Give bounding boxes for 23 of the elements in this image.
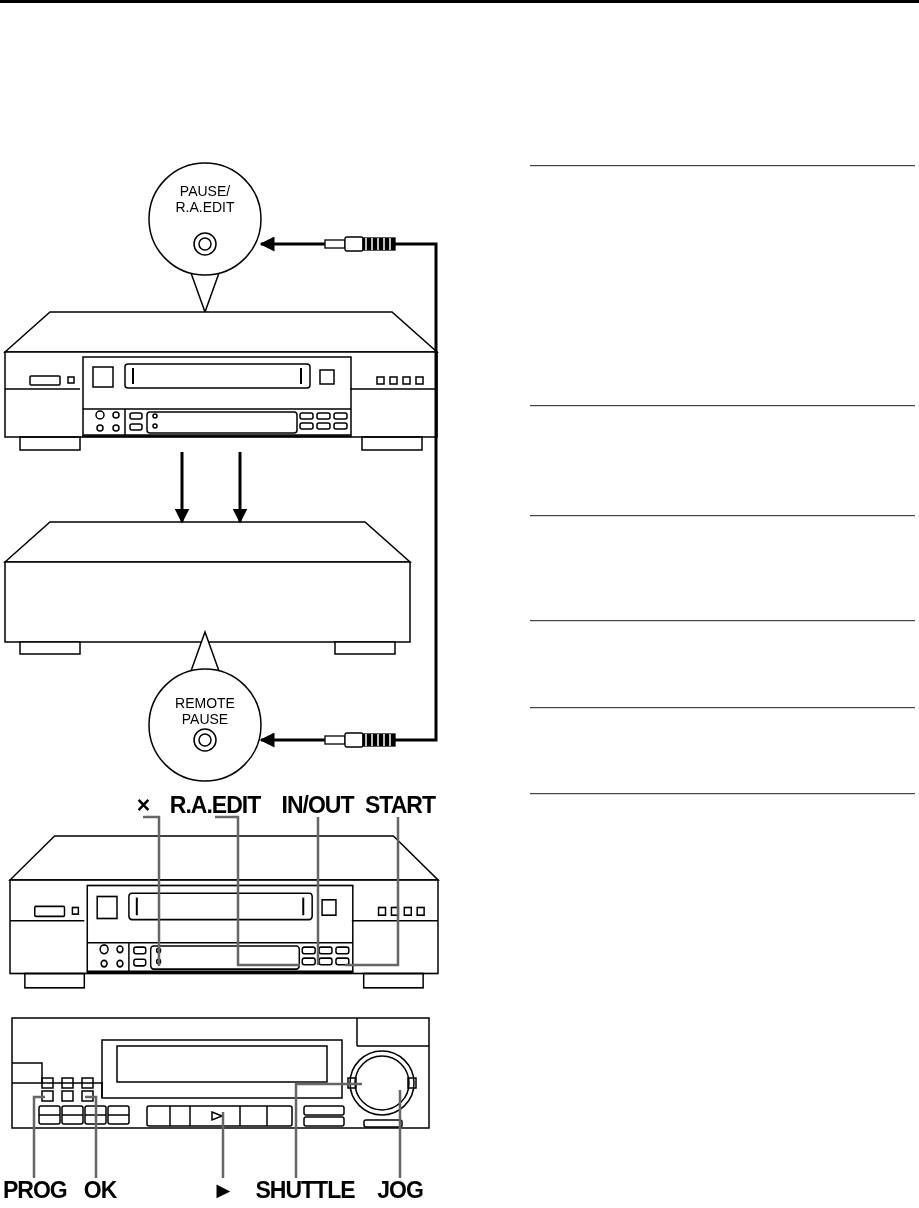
leader-line (32, 1095, 45, 1178)
cable (259, 236, 438, 748)
leader-line (294, 1082, 362, 1178)
callout-label: × (131, 793, 155, 817)
callout-label: JOG (375, 1178, 425, 1202)
leader-line (345, 817, 400, 967)
leader-line (221, 1112, 225, 1178)
leader-line (215, 815, 300, 967)
callout-label: R.A.EDIT (160, 793, 270, 817)
callout-label: ► (208, 1178, 238, 1202)
leader-line (85, 1095, 98, 1178)
leader-line (398, 1090, 402, 1178)
leader-line (316, 817, 320, 965)
arrow (232, 452, 248, 524)
callout-text: PAUSE/ R.A.EDIT (174, 183, 236, 215)
callout-label: OK (80, 1178, 120, 1202)
callout-label: PROG (3, 1178, 65, 1202)
callout-text: REMOTE PAUSE (174, 695, 236, 727)
callout-label: START (365, 793, 435, 817)
callout-label: IN/OUT (275, 793, 360, 817)
arrow (174, 452, 190, 524)
callout-label: SHUTTLE (255, 1178, 355, 1202)
leader-line (143, 815, 161, 966)
